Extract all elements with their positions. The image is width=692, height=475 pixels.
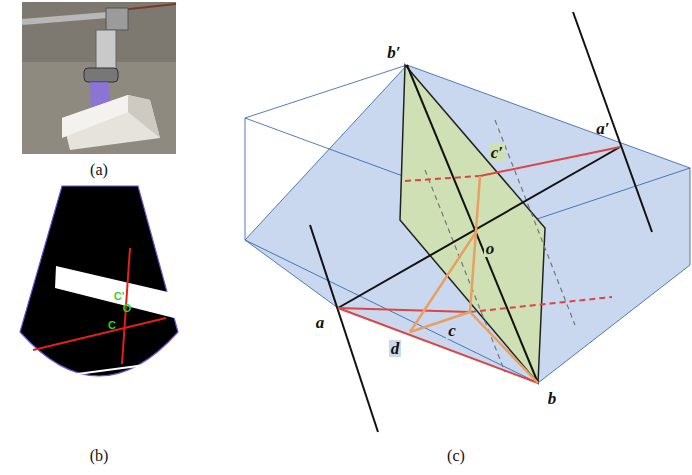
ultrasound-image: [20, 186, 185, 380]
point-label: b: [546, 390, 559, 407]
point-label: C': [114, 291, 125, 302]
panel-caption: (a): [90, 162, 108, 178]
point-label: c′: [489, 144, 505, 161]
panel-caption: (c): [447, 448, 465, 464]
point-label: o: [484, 240, 497, 257]
point-label: d: [389, 340, 402, 357]
point-label: a: [314, 314, 327, 331]
point-label: C: [108, 320, 116, 331]
photo: [22, 2, 176, 154]
point-label: c: [446, 322, 458, 339]
geometry-diagram: [245, 12, 690, 432]
point-label: a′: [594, 120, 611, 137]
point-label: b′: [385, 44, 402, 61]
point-label: O: [123, 303, 132, 314]
panel-caption: (b): [90, 448, 109, 464]
